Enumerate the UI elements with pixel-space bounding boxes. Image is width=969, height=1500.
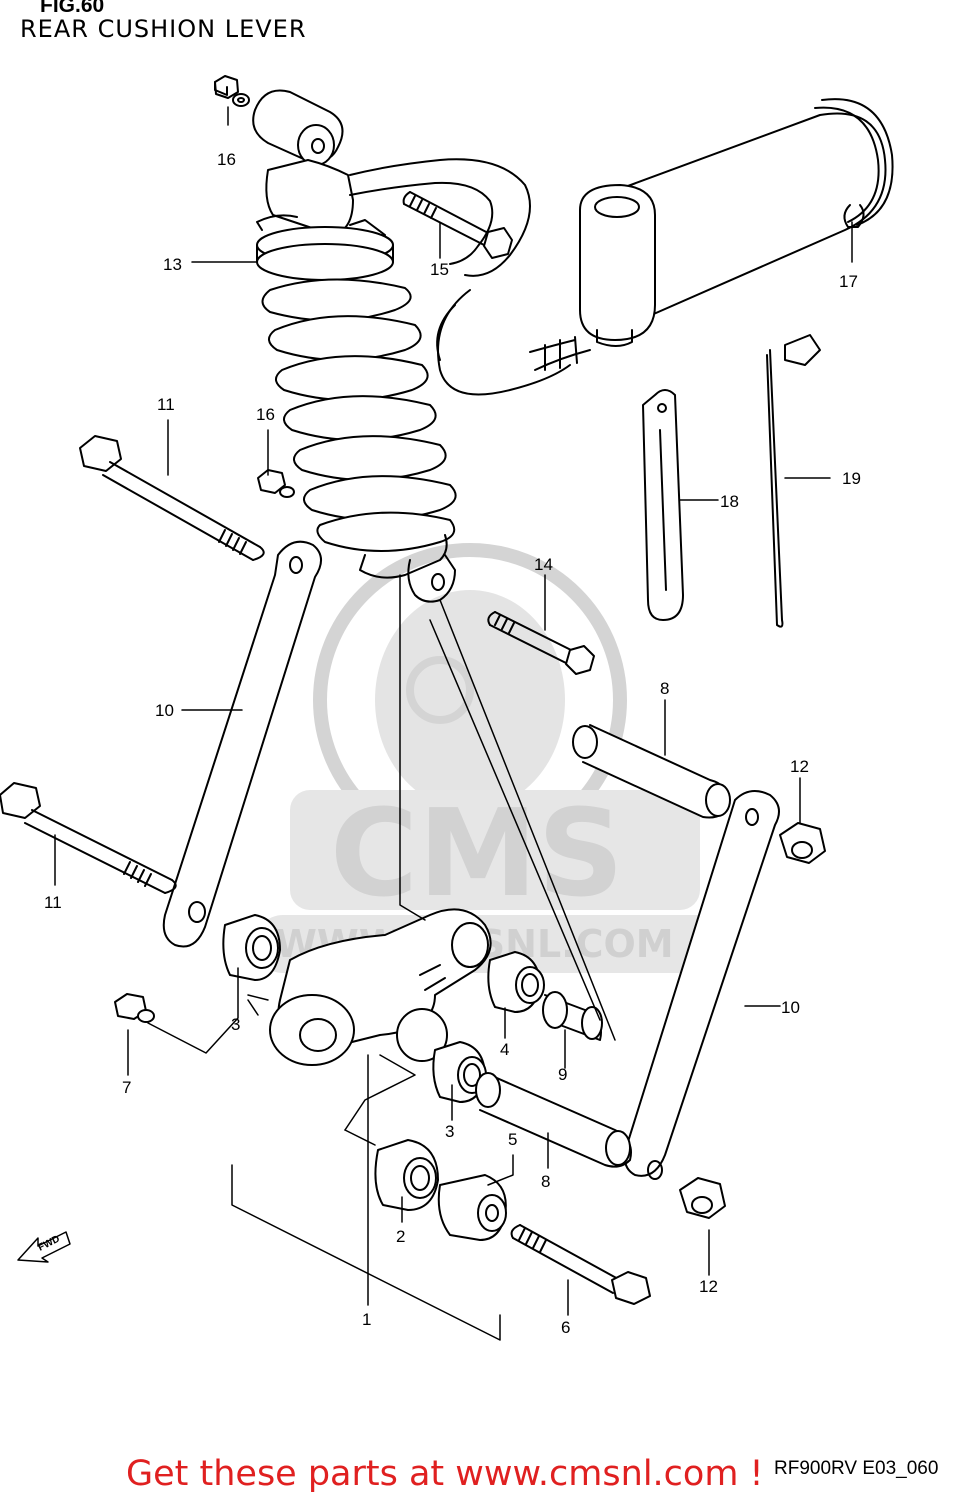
callout-12-upper: 12 [790, 757, 809, 776]
part-4-bearing [487, 951, 545, 1013]
part-6-bolt [510, 1224, 651, 1305]
part-1-cushion-lever [269, 908, 492, 1066]
watermark-logo: CMS [330, 785, 624, 924]
callout-2: 2 [396, 1227, 405, 1246]
part-3-upper-bearing [222, 914, 281, 981]
part-15-bolt [402, 191, 513, 259]
part-9-spacer [542, 991, 603, 1041]
callout-6: 6 [561, 1318, 570, 1337]
part-11-lower-bolt [0, 782, 177, 894]
callout-labels: 16 13 15 17 11 16 18 19 14 10 8 12 11 10… [44, 150, 861, 1337]
part-5-spacer [437, 1174, 507, 1241]
callout-12-lower: 12 [699, 1277, 718, 1296]
callout-16-upper: 16 [217, 150, 236, 169]
part-18-bracket [642, 389, 684, 621]
callout-16-lower: 16 [256, 405, 275, 424]
callout-8-upper: 8 [660, 679, 669, 698]
callout-17: 17 [839, 272, 858, 291]
part-13-shock-absorber [252, 89, 571, 603]
callout-5: 5 [508, 1130, 517, 1149]
part-2-bearing [374, 1139, 439, 1211]
callout-10-left: 10 [155, 701, 174, 720]
callout-19: 19 [842, 469, 861, 488]
promo-link-text[interactable]: Get these parts at www.cmsnl.com ! [126, 1454, 764, 1494]
leader-lines [54, 106, 853, 1341]
callout-3-upper: 3 [231, 1015, 240, 1034]
callout-1: 1 [362, 1310, 371, 1329]
callout-9: 9 [558, 1065, 567, 1084]
part-8-upper-spacer [572, 724, 731, 819]
callout-11-upper: 11 [157, 395, 175, 414]
callout-18: 18 [720, 492, 739, 511]
part-14-bolt [487, 611, 595, 675]
part-10-right-rod [623, 790, 780, 1180]
part-16-lower-nut [257, 469, 295, 498]
part-11-upper-bolt [79, 435, 265, 561]
callout-11-lower: 11 [44, 893, 62, 912]
diagram-model-code: RF900RV E03_060 [774, 1458, 939, 1479]
part-17-reservoir [529, 98, 894, 371]
part-12-upper-nut [779, 822, 826, 864]
callout-4: 4 [500, 1040, 509, 1059]
callout-13: 13 [163, 255, 182, 274]
callout-10-right: 10 [781, 998, 800, 1017]
part-12-lower-nut [679, 1177, 726, 1219]
figure-title: REAR CUSHION LEVER [20, 15, 307, 43]
part-16-upper-nut [214, 75, 250, 107]
fwd-arrow-icon: FWD [17, 1231, 71, 1263]
callout-7: 7 [122, 1078, 131, 1097]
part-8-lower-spacer [475, 1072, 632, 1168]
callout-3-lower: 3 [445, 1122, 454, 1141]
part-19-strap [766, 334, 821, 628]
callout-14: 14 [534, 555, 553, 574]
callout-8-lower: 8 [541, 1172, 550, 1191]
part-10-left-rod [162, 540, 322, 948]
callout-15: 15 [430, 260, 449, 279]
part-7-nut [114, 993, 155, 1023]
figure-number: FIG.60 [40, 0, 105, 17]
